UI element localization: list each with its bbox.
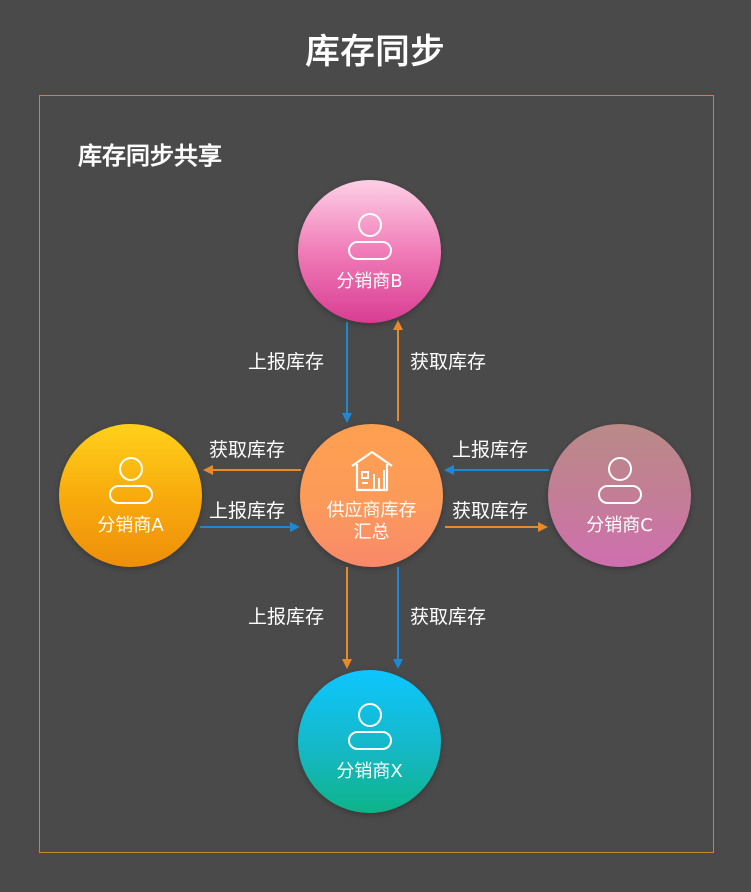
warehouse-icon [350, 450, 393, 491]
edge-label-a-report: 上报库存 [209, 500, 286, 522]
user-icon [347, 212, 392, 260]
center-label-line2: 汇总 [353, 521, 390, 543]
section-title: 库存同步共享 [78, 142, 222, 170]
edge-label-b-report: 上报库存 [248, 351, 325, 373]
user-icon [347, 702, 392, 750]
edge-label-a-fetch: 获取库存 [209, 439, 286, 461]
edge-label-x-fetch: 获取库存 [410, 606, 487, 628]
node-distributor-c: 分销商C [548, 424, 691, 567]
edge-label-c-report: 上报库存 [452, 439, 529, 461]
edge-label-x-report: 上报库存 [248, 606, 325, 628]
center-label: 供应商库存 汇总 [327, 500, 417, 544]
node-label: 分销商C [586, 514, 653, 536]
user-icon [597, 456, 642, 504]
edge-label-c-fetch: 获取库存 [452, 500, 529, 522]
edge-label-b-fetch: 获取库存 [410, 351, 487, 373]
page-title: 库存同步 [305, 32, 446, 72]
node-label: 分销商B [336, 270, 403, 292]
node-label: 分销商X [336, 760, 403, 782]
node-distributor-x: 分销商X [298, 670, 441, 813]
node-distributor-b: 分销商B [298, 180, 441, 323]
node-label: 分销商A [97, 514, 164, 536]
node-supplier-inventory: 供应商库存 汇总 [300, 424, 443, 567]
user-icon [108, 456, 153, 504]
center-label-line1: 供应商库存 [326, 499, 417, 521]
diagram-frame [39, 95, 714, 853]
node-distributor-a: 分销商A [59, 424, 202, 567]
